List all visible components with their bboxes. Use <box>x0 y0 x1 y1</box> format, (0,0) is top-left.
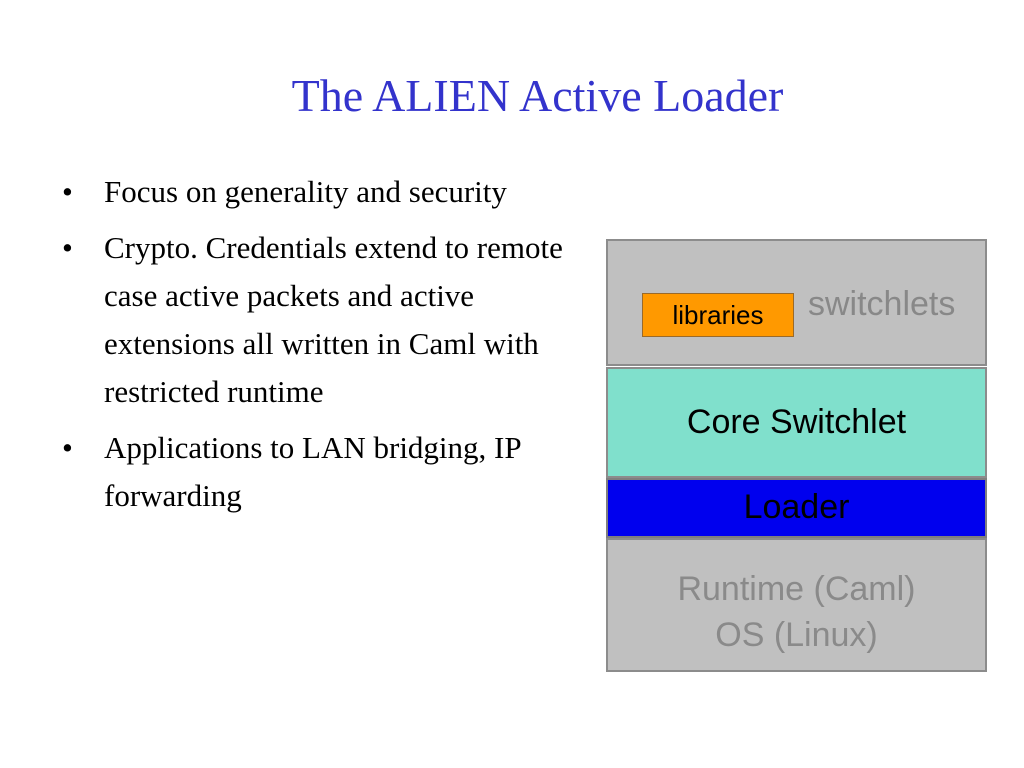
bullet-item: • Crypto. Credentials extend to remote c… <box>62 224 582 416</box>
bullet-text: Crypto. Credentials extend to remote cas… <box>104 230 563 409</box>
core-switchlet-layer: Core Switchlet <box>606 367 987 478</box>
bullet-list: • Focus on generality and security • Cry… <box>62 168 582 528</box>
libraries-box: libraries <box>642 293 794 337</box>
bullet-item: • Applications to LAN bridging, IP forwa… <box>62 424 582 520</box>
os-label: OS (Linux) <box>715 616 878 654</box>
bullet-dot: • <box>62 430 73 465</box>
runtime-label: Runtime (Caml) <box>677 570 916 608</box>
runtime-os-layer: Runtime (Caml) OS (Linux) <box>606 538 987 672</box>
bullet-text: Focus on generality and security <box>104 174 507 209</box>
bullet-text: Applications to LAN bridging, IP forward… <box>104 430 521 513</box>
runtime-os-label: Runtime (Caml) OS (Linux) <box>608 566 985 658</box>
bullet-item: • Focus on generality and security <box>62 168 582 216</box>
switchlets-label: switchlets <box>808 285 956 323</box>
switchlets-layer: libraries switchlets <box>606 239 987 366</box>
core-switchlet-label: Core Switchlet <box>686 403 907 441</box>
slide-title: The ALIEN Active Loader <box>291 70 784 121</box>
bullet-dot: • <box>62 174 73 209</box>
bullet-dot: • <box>62 230 73 265</box>
loader-layer: Loader <box>606 478 987 538</box>
loader-label: Loader <box>743 488 850 526</box>
